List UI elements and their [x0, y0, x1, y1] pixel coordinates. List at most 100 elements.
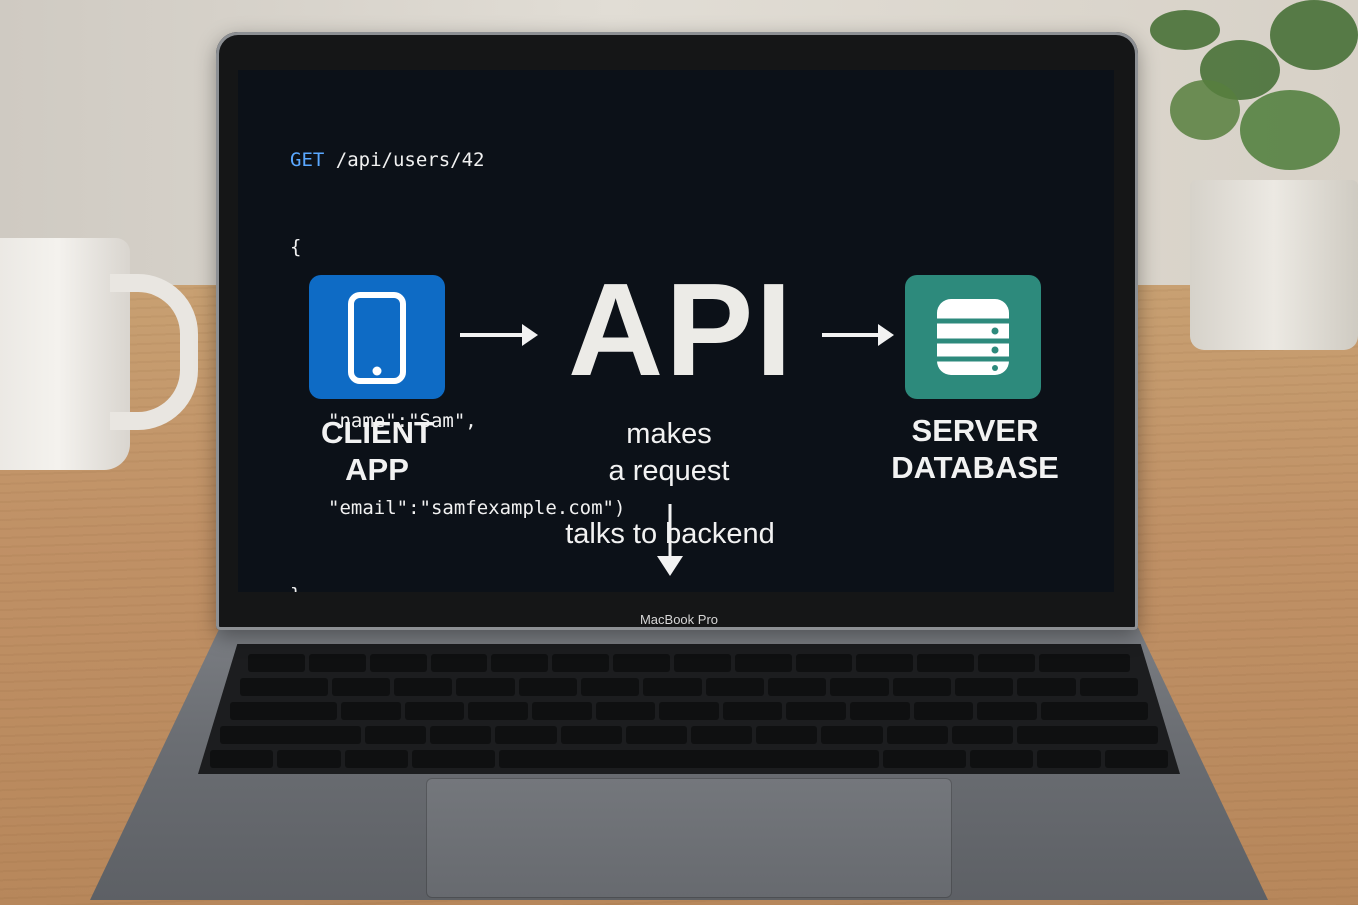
key: [595, 702, 656, 720]
key: [969, 750, 1034, 768]
arrow-down-icon: [657, 504, 683, 576]
key: [1104, 750, 1168, 768]
key: [1017, 678, 1076, 696]
json-line-name: "name":"Sam",: [328, 410, 477, 432]
key: [560, 726, 622, 744]
key: [917, 654, 975, 672]
key: [691, 726, 753, 744]
keyboard: [198, 644, 1180, 774]
key: [786, 702, 847, 720]
key: [705, 678, 764, 696]
laptop-screen: GET /api/users/42 { "1d": 42, "name":"Sa…: [238, 70, 1114, 592]
coffee-mug: [0, 238, 198, 470]
key: [210, 750, 274, 768]
key: [795, 654, 853, 672]
api-caption-line1: makes: [626, 418, 712, 450]
key: [830, 678, 889, 696]
key: [430, 654, 488, 672]
key: [220, 726, 361, 744]
request-path: /api/users/42: [335, 149, 485, 171]
client-app-tile: [309, 275, 445, 399]
key: [734, 654, 792, 672]
key: [722, 702, 783, 720]
smartphone-icon: [348, 292, 406, 384]
key: [659, 702, 719, 720]
key: [883, 750, 966, 768]
trackpad: [426, 778, 952, 898]
key: [230, 702, 338, 720]
key: [951, 726, 1014, 744]
plant-pot: [1190, 180, 1358, 350]
server-label-line2: DATABASE: [891, 450, 1059, 485]
key: [625, 726, 687, 744]
key: [495, 726, 557, 744]
key: [344, 750, 409, 768]
key: [308, 654, 366, 672]
key: [498, 750, 880, 768]
key: [456, 678, 515, 696]
mug-body: [0, 238, 130, 470]
key: [552, 654, 610, 672]
key: [491, 654, 549, 672]
client-label-line2: APP: [345, 452, 409, 487]
key-row: [240, 678, 1138, 696]
key: [978, 654, 1035, 672]
api-caption: makes a request: [569, 416, 769, 490]
plant-leaf: [1240, 90, 1340, 170]
key: [240, 678, 328, 696]
key-row: [220, 726, 1158, 744]
server-label-line1: SERVER: [911, 413, 1039, 448]
key: [977, 702, 1037, 720]
request-line: GET /api/users/42: [290, 146, 625, 175]
key: [1017, 726, 1158, 744]
key-row: [248, 654, 1130, 672]
json-open-brace: {: [290, 236, 302, 258]
key: [673, 654, 731, 672]
key: [643, 678, 702, 696]
key: [331, 678, 390, 696]
plant-leaf: [1270, 0, 1358, 70]
key: [364, 726, 427, 744]
mug-handle: [110, 274, 198, 430]
json-line-email: "email":"samfexample.com"): [328, 497, 626, 519]
key: [532, 702, 592, 720]
key: [886, 726, 948, 744]
key: [248, 654, 305, 672]
key: [277, 750, 341, 768]
key: [850, 702, 910, 720]
server-database-tile: [905, 275, 1041, 399]
api-title: API: [567, 256, 795, 403]
arrow-right-icon: [460, 324, 538, 346]
potted-plant: [1150, 0, 1358, 360]
key: [892, 678, 951, 696]
key: [430, 726, 492, 744]
key: [767, 678, 827, 696]
key: [412, 750, 495, 768]
key-row: [210, 750, 1168, 768]
api-caption-line2: a request: [608, 455, 730, 487]
key: [468, 702, 529, 720]
key: [393, 678, 453, 696]
key: [1038, 654, 1130, 672]
plant-leaf: [1170, 80, 1240, 140]
key: [1079, 678, 1138, 696]
key: [613, 654, 670, 672]
key: [856, 654, 914, 672]
key: [369, 654, 427, 672]
laptop-model-label: MacBook Pro: [639, 612, 719, 627]
client-app-label: CLIENT APP: [292, 414, 462, 488]
key-row: [230, 702, 1149, 720]
http-method: GET: [290, 149, 325, 171]
server-database-label: SERVER DATABASE: [875, 412, 1075, 486]
json-close-brace: }: [290, 581, 625, 592]
key: [580, 678, 640, 696]
key: [1037, 750, 1101, 768]
database-icon: [937, 299, 1009, 375]
key: [1040, 702, 1149, 720]
key: [821, 726, 883, 744]
key: [756, 726, 818, 744]
client-label-line1: CLIENT: [321, 415, 433, 450]
plant-leaf: [1150, 10, 1220, 50]
key: [954, 678, 1014, 696]
arrow-right-icon: [822, 324, 894, 346]
